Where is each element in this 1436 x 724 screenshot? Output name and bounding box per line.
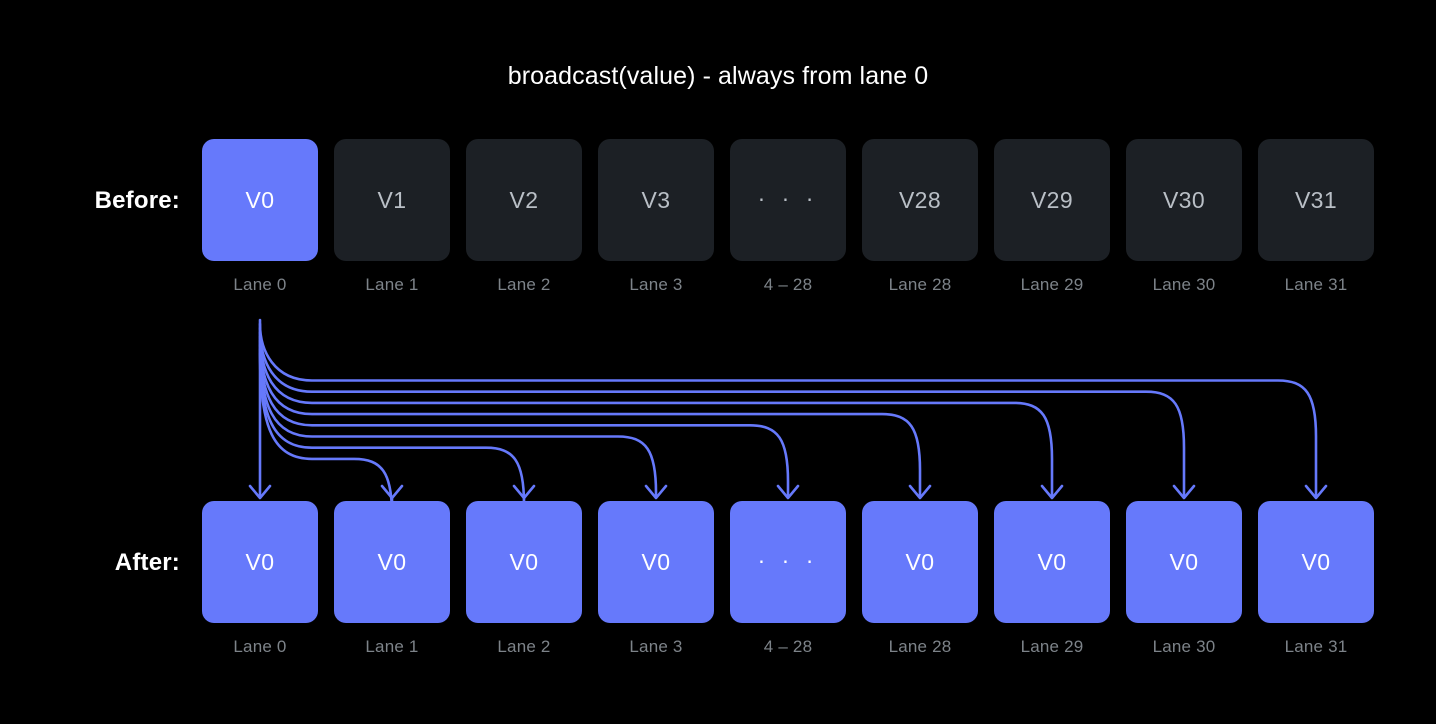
lane-label: 4 – 28 (763, 275, 813, 294)
lane-box-active[interactable]: V0 (202, 501, 318, 623)
arrow-head-icon (1304, 484, 1328, 500)
lane-box-active[interactable]: V0 (994, 501, 1110, 623)
broadcast-wire (258, 326, 1186, 499)
lane-value: V0 (1169, 548, 1199, 575)
lane-value: V2 (509, 186, 539, 213)
lane-label: 4 – 28 (763, 637, 813, 656)
lane-box-active[interactable]: V0 (1258, 501, 1374, 623)
lane-label: Lane 29 (1020, 637, 1084, 656)
lane-box-inactive[interactable]: V3 (598, 139, 714, 261)
broadcast-wire (258, 331, 1054, 499)
lane-box-active[interactable]: V0 (202, 139, 318, 261)
arrow-head-icon (1172, 484, 1196, 500)
lane-box-active[interactable]: V0 (466, 501, 582, 623)
lane-value: V0 (1301, 548, 1331, 575)
lane-box-inactive[interactable]: V28 (862, 139, 978, 261)
lane-label: Lane 2 (497, 275, 551, 294)
lane-label: Lane 31 (1284, 637, 1348, 656)
lane-value: V0 (1037, 548, 1067, 575)
lane-value: V0 (377, 548, 407, 575)
lane-box-active[interactable]: V0 (598, 501, 714, 623)
before-row-label: Before: (94, 187, 180, 214)
lane-box-inactive[interactable]: V1 (334, 139, 450, 261)
lane-box-active[interactable]: V0 (862, 501, 978, 623)
lane-label: Lane 3 (629, 637, 683, 656)
lane-value: V0 (641, 548, 671, 575)
lane-label: Lane 0 (233, 637, 287, 656)
arrow-head-icon (908, 484, 932, 500)
page-title: broadcast(value) - always from lane 0 (507, 62, 929, 90)
arrow-head-icon (776, 484, 800, 500)
lane-box-inactive[interactable]: V2 (466, 139, 582, 261)
broadcast-wire (258, 335, 922, 499)
lane-label: Lane 30 (1152, 275, 1216, 294)
lane-label: Lane 29 (1020, 275, 1084, 294)
lane-value: V30 (1162, 186, 1206, 213)
lane-box-inactive[interactable]: V30 (1126, 139, 1242, 261)
lane-cell[interactable]: · · · 4 – 28 (730, 501, 846, 657)
arrow-head-icon (1040, 484, 1064, 500)
lane-box-inactive[interactable]: V29 (994, 139, 1110, 261)
arrow-head-icon (248, 484, 272, 500)
lane-value: V29 (1030, 186, 1074, 213)
lane-box-inactive[interactable]: V31 (1258, 139, 1374, 261)
after-row-label: After: (114, 549, 180, 576)
arrow-head-icon (644, 484, 668, 500)
lane-value: V1 (377, 186, 407, 213)
broadcast-wire (258, 322, 1318, 499)
lane-box-active[interactable]: V0 (1126, 501, 1242, 623)
broadcast-wire (258, 343, 658, 499)
broadcast-wire (258, 352, 394, 517)
lane-cell[interactable]: · · · 4 – 28 (730, 139, 846, 295)
lane-label: Lane 28 (888, 275, 952, 294)
lane-label: Lane 3 (629, 275, 683, 294)
lane-label: Lane 0 (233, 275, 287, 294)
lane-box-inactive[interactable]: · · · (730, 139, 846, 261)
arrow-head-icon (380, 484, 404, 500)
lane-value: V0 (245, 548, 275, 575)
ellipsis-icon: · · · (757, 546, 819, 573)
lane-label: Lane 28 (888, 637, 952, 656)
lane-box-active[interactable]: V0 (334, 501, 450, 623)
lane-value: V28 (898, 186, 942, 213)
lane-value: V0 (905, 548, 935, 575)
lane-value: V31 (1294, 186, 1338, 213)
lane-value: V3 (641, 186, 671, 213)
lane-label: Lane 1 (365, 637, 419, 656)
broadcast-wire (258, 339, 790, 499)
lane-label: Lane 1 (365, 275, 419, 294)
lane-value: V0 (509, 548, 539, 575)
arrow-head-icon (512, 484, 536, 500)
ellipsis-icon: · · · (757, 184, 819, 211)
lane-value: V0 (245, 186, 275, 213)
broadcast-wire (258, 347, 526, 505)
lane-label: Lane 31 (1284, 275, 1348, 294)
lane-label: Lane 2 (497, 637, 551, 656)
lane-box-active[interactable]: · · · (730, 501, 846, 623)
lane-label: Lane 30 (1152, 637, 1216, 656)
